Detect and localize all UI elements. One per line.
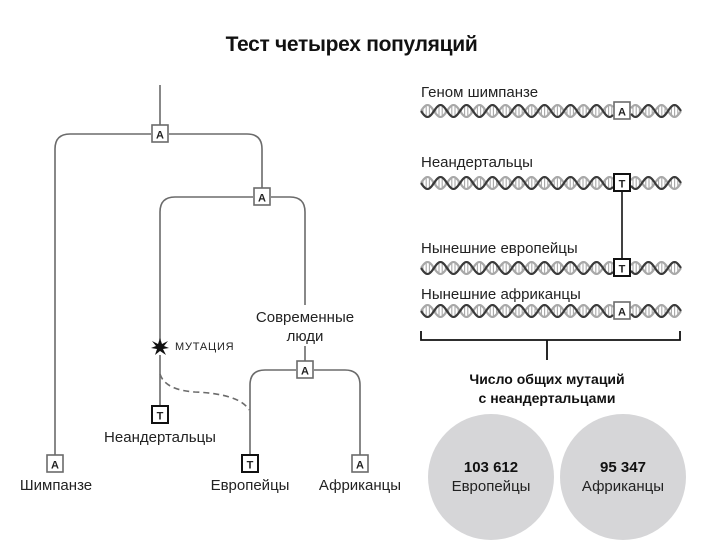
allele-letter: A: [618, 307, 626, 319]
allele-letter: A: [258, 193, 266, 205]
chimpanzee-label: Шимпанзе: [19, 477, 93, 494]
dna-backbone-dark: [420, 303, 614, 319]
caption-line-2: с неандертальцами: [478, 390, 616, 406]
result-value: 95 347: [600, 459, 646, 476]
tree-branch-modern: [271, 196, 306, 305]
allele-letter: A: [356, 460, 364, 472]
allele-letter: T: [619, 264, 626, 276]
dna-backbone-light: [420, 175, 614, 191]
allele-letter: T: [619, 179, 626, 191]
dna-backbone-dark: [420, 103, 614, 119]
gene-flow-dashed-line: [159, 373, 250, 411]
allele-box-african: A: [351, 454, 369, 473]
modern-humans-label-2: люди: [286, 328, 324, 345]
genome-allele-box: T: [613, 258, 631, 277]
dna-strand-africans: [420, 303, 682, 319]
result-population: Европейцы: [451, 478, 531, 495]
starburst-icon: [151, 338, 169, 355]
allele-box-root: A: [151, 124, 169, 143]
dna-backbone-dark: [420, 260, 614, 276]
dna-backbone-dark: [630, 303, 682, 319]
allele-letter: A: [51, 460, 59, 472]
allele-box-modern: A: [296, 360, 314, 379]
allele-box-european: T: [241, 454, 259, 473]
allele-letter: T: [157, 411, 164, 423]
allele-letter: A: [618, 107, 626, 119]
result-population: Африканцы: [581, 478, 665, 495]
diagram-title: Тест четырех популяций: [225, 33, 478, 56]
dna-backbone-light: [630, 303, 682, 319]
phylogenetic-tree: [54, 85, 361, 455]
mutation-label: МУТАЦИЯ: [175, 341, 235, 353]
result-circle-europeans: 103 612 Европейцы: [428, 414, 554, 540]
allele-box-hominin: A: [253, 187, 271, 206]
genome-label-africans: Нынешние африканцы: [421, 286, 581, 303]
tree-branch-neanderthal: [159, 196, 253, 340]
result-circle-africans: 95 347 Африканцы: [560, 414, 686, 540]
dna-strand-europeans: [420, 260, 682, 276]
dna-backbone-light: [420, 260, 614, 276]
dna-backbone-light: [630, 260, 682, 276]
neanderthals-label: Неандертальцы: [104, 429, 216, 446]
genome-label-europeans: Нынешние европейцы: [421, 240, 578, 257]
dna-backbone-dark: [630, 103, 682, 119]
genome-label-chimpanzee: Геном шимпанзе: [421, 84, 539, 101]
allele-box-neanderthal: T: [151, 405, 169, 424]
dna-strand-neanderthals: [420, 175, 682, 191]
tree-branch-european: [249, 369, 296, 455]
allele-letter: A: [156, 130, 164, 142]
europeans-label: Европейцы: [210, 477, 290, 494]
modern-humans-label-1: Современные: [255, 309, 355, 326]
dna-backbone-light: [420, 303, 614, 319]
genome-allele-box: A: [613, 101, 631, 120]
shared-mutations-caption: Число общих мутаций с неандертальцами: [469, 370, 624, 408]
tree-branch-african: [314, 369, 361, 455]
allele-letter: A: [301, 366, 309, 378]
dna-backbone-dark: [630, 260, 682, 276]
dna-strand-chimpanzee: [420, 103, 682, 119]
tree-branch-chimp: [54, 133, 151, 455]
result-value: 103 612: [463, 459, 519, 476]
genome-allele-box: T: [613, 173, 631, 192]
dna-backbone-light: [630, 103, 682, 119]
allele-letter: T: [247, 460, 254, 472]
africans-label: Африканцы: [318, 477, 402, 494]
genome-allele-box: A: [613, 301, 631, 320]
dna-backbone-dark: [420, 175, 614, 191]
dna-backbone-light: [420, 103, 614, 119]
summary-bracket: [420, 331, 681, 360]
caption-line-1: Число общих мутаций: [469, 371, 625, 387]
allele-box-chimpanzee: A: [46, 454, 64, 473]
tree-branch-hominin: [169, 133, 263, 189]
dna-backbone-dark: [630, 175, 682, 191]
dna-backbone-light: [630, 175, 682, 191]
genome-label-neanderthals: Неандертальцы: [421, 154, 533, 171]
